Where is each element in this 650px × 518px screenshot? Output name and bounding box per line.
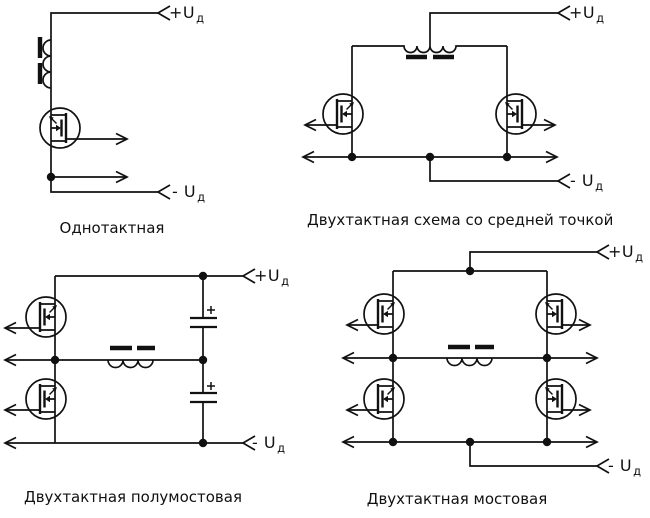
mosfet-symbol — [534, 377, 578, 421]
junction-dot — [50, 355, 60, 365]
positive-rail — [429, 12, 558, 46]
label-positive-ud: +Uд — [608, 242, 644, 265]
junction-dot — [465, 437, 475, 447]
circuit-push-pull-full-bridge — [341, 244, 610, 474]
junction-dot — [198, 271, 208, 281]
positive-rail — [50, 12, 158, 193]
junction-dot — [198, 355, 208, 365]
capacitor-plus-sign — [207, 382, 215, 390]
left-arrowhead — [301, 150, 315, 164]
junction-dot — [388, 353, 398, 363]
capacitor-plus-sign — [207, 306, 215, 314]
circuit-single-ended — [37, 5, 171, 200]
circuit-push-pull-center-tap — [301, 5, 571, 189]
left-arrowhead — [341, 435, 355, 449]
positive-rail — [469, 251, 597, 271]
terminal-arrow-positive — [241, 268, 256, 284]
right-arrowhead — [545, 150, 559, 164]
label-positive-ud: +Uд — [169, 3, 205, 26]
junction-dot — [502, 152, 512, 162]
mosfet-symbol — [24, 377, 68, 421]
left-arrowhead — [345, 403, 359, 417]
transformer-winding — [107, 359, 154, 369]
mosfet-symbol — [534, 292, 578, 336]
junction-dot — [388, 437, 398, 447]
left-arrowhead — [303, 118, 317, 132]
junction-dot — [542, 437, 552, 447]
left-arrowhead — [341, 351, 355, 365]
inductor-coil — [42, 39, 52, 89]
caption-half-bridge: Двухтактная полумостовая — [24, 488, 242, 506]
mosfet-symbol — [494, 92, 538, 136]
caption-full-bridge: Двухтактная мостовая — [366, 490, 548, 508]
label-negative-ud: - Uд — [172, 182, 206, 205]
junction-dot — [347, 152, 357, 162]
right-arrowhead — [115, 170, 129, 184]
capacitor-plates — [190, 316, 217, 329]
junction-dot — [198, 438, 208, 448]
left-arrowhead — [345, 318, 359, 332]
right-arrowhead — [578, 318, 592, 332]
transformer-winding — [352, 45, 507, 54]
capacitor-plates — [190, 391, 217, 404]
right-arrowhead — [585, 435, 599, 449]
caption-push-pull-center-tap: Двухтактная схема со средней точкой — [307, 211, 614, 229]
left-arrowhead — [3, 353, 17, 367]
junction-dot — [465, 266, 475, 276]
transformer-winding — [446, 357, 493, 367]
mosfet-symbol — [362, 377, 406, 421]
label-negative-ud: - Uд — [252, 433, 286, 456]
left-arrowhead — [3, 403, 17, 417]
mosfet-symbol — [24, 295, 68, 339]
terminal-arrow-negative — [241, 435, 256, 451]
terminal-arrow-negative — [556, 173, 571, 189]
label-positive-ud: +Uд — [254, 266, 290, 289]
terminal-arrow-negative — [156, 184, 171, 200]
right-arrowhead — [115, 132, 129, 146]
left-arrowhead — [3, 321, 17, 335]
terminal-arrow-positive — [156, 5, 171, 21]
terminal-arrow-positive — [556, 5, 571, 21]
circuit-push-pull-half-bridge — [3, 268, 256, 451]
right-arrowhead — [585, 351, 599, 365]
negative-rail — [469, 442, 597, 467]
negative-rail — [429, 157, 558, 182]
mosfet-symbol — [321, 92, 365, 136]
right-arrowhead — [578, 403, 592, 417]
caption-single-ended: Однотактная — [59, 219, 165, 237]
junction-dot — [542, 353, 552, 363]
right-arrowhead — [543, 118, 557, 132]
mosfet-symbol — [362, 292, 406, 336]
mosfet-symbol — [38, 106, 82, 150]
terminal-arrow-negative — [595, 458, 610, 474]
terminal-arrow-positive — [595, 244, 610, 260]
left-arrowhead — [3, 436, 17, 450]
label-positive-ud: +Uд — [569, 3, 605, 26]
label-negative-ud: - Uд — [608, 456, 642, 479]
label-negative-ud: - Uд — [570, 171, 604, 194]
